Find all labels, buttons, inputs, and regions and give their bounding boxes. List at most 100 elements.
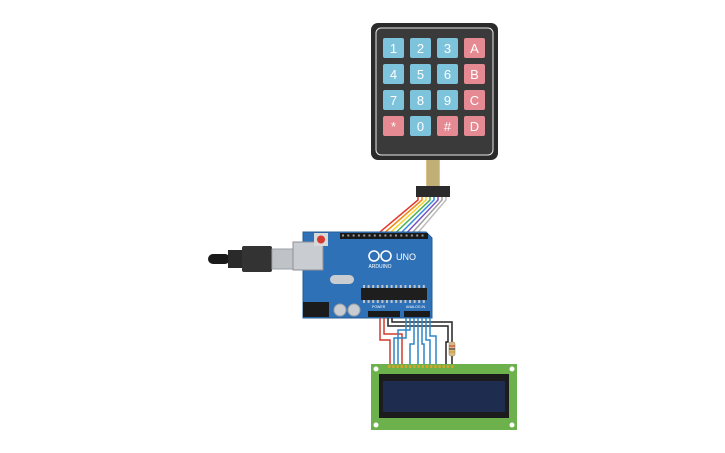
chip-leg <box>367 300 370 303</box>
lcd-header-pin <box>404 365 408 368</box>
chip-leg <box>409 300 411 303</box>
keypad-key-label: 2 <box>417 41 424 56</box>
reset-button-cap[interactable] <box>317 235 325 244</box>
chip-leg <box>399 300 402 303</box>
keypad-key[interactable]: 6 <box>437 64 458 84</box>
digital-header <box>340 233 428 239</box>
header-pin <box>357 234 360 237</box>
chip-leg <box>390 285 393 288</box>
keypad-key[interactable]: 2 <box>410 38 431 58</box>
chip-leg <box>413 285 416 288</box>
keypad-key-cap <box>410 116 431 136</box>
lcd-wires <box>379 318 456 366</box>
chip-leg <box>363 300 365 303</box>
keypad-wire <box>417 197 447 233</box>
chip-leg <box>372 300 375 303</box>
chip-leg <box>395 300 398 303</box>
keypad-key[interactable]: 8 <box>410 90 431 110</box>
digital-pins <box>342 234 424 237</box>
lcd-header-pin <box>430 365 433 368</box>
ribbon-cable <box>426 160 440 186</box>
keypad-key[interactable]: 3 <box>437 38 458 58</box>
keypad-key-label: B <box>470 67 479 82</box>
dc-power-jack[interactable] <box>303 302 329 317</box>
lcd-16x2[interactable] <box>371 364 517 430</box>
keypad-wire <box>379 197 419 233</box>
keypad-key[interactable]: 9 <box>437 90 458 110</box>
keypad-key[interactable]: 5 <box>410 64 431 84</box>
keypad-key-label: 3 <box>444 41 451 56</box>
keypad-key-label: 8 <box>417 93 424 108</box>
atmega-chip <box>361 288 427 300</box>
keypad-key-cap <box>437 116 458 136</box>
chip-leg <box>367 285 370 288</box>
keypad-key[interactable]: # <box>437 116 458 136</box>
keypad-wire <box>406 197 439 233</box>
keypad-key[interactable]: 4 <box>383 64 404 84</box>
keypad-key-label: 4 <box>390 67 397 82</box>
chip-leg <box>404 300 407 303</box>
usb-strain-relief <box>228 250 242 268</box>
keypad-key-cap <box>464 116 485 136</box>
keypad-key[interactable]: 7 <box>383 90 404 110</box>
keypad-key-cap <box>383 116 404 136</box>
wire-data-5 <box>425 318 431 366</box>
chip-leg <box>372 285 375 288</box>
keypad-key[interactable]: 1 <box>383 38 404 58</box>
keypad-key[interactable]: C <box>464 90 485 110</box>
wire-data-6 <box>429 318 437 366</box>
wire-data-7 <box>393 318 407 366</box>
lcd-header-pin <box>417 365 420 368</box>
lcd-mount-hole <box>509 366 515 372</box>
keypad-key[interactable]: D <box>464 116 485 136</box>
keypad-wire <box>412 197 443 233</box>
header-pin <box>416 234 419 237</box>
chip-leg <box>390 300 393 303</box>
chip-leg <box>381 285 384 288</box>
keypad-key-label: 1 <box>390 41 397 56</box>
keypad-key-cap <box>464 64 485 84</box>
keypad-key-label: 5 <box>417 67 424 82</box>
keypad-key[interactable]: 0 <box>410 116 431 136</box>
header-pin <box>373 234 376 237</box>
wire-data-1 <box>397 318 411 366</box>
capacitor-1 <box>333 303 347 317</box>
keypad-key-label: * <box>391 119 396 134</box>
keypad-wire <box>395 197 431 233</box>
lcd-mount-hole <box>373 422 379 428</box>
keypad-key-cap <box>410 38 431 58</box>
keypad-face <box>375 27 494 156</box>
header-pin <box>400 234 403 237</box>
keypad-key-cap <box>383 64 404 84</box>
keypad-key-cap <box>464 38 485 58</box>
chip-leg <box>404 285 407 288</box>
header-pin <box>347 234 350 237</box>
keypad-key-cap <box>437 38 458 58</box>
keypad-wire <box>385 197 423 233</box>
capacitor-2 <box>347 303 361 317</box>
header-pin <box>389 234 392 237</box>
header-pin <box>352 234 355 237</box>
chip-leg <box>399 285 402 288</box>
chip-leg <box>386 285 388 288</box>
keypad-key[interactable]: A <box>464 38 485 58</box>
usb-plug-housing <box>242 246 272 272</box>
keypad-key[interactable]: B <box>464 64 485 84</box>
keypad-key-label: 6 <box>444 67 451 82</box>
chip-leg <box>395 285 398 288</box>
keypad-key-cap <box>410 64 431 84</box>
ribbon-connector <box>416 186 450 197</box>
wire-data-4 <box>421 318 425 366</box>
keypad-key-label: 0 <box>417 119 424 134</box>
usb-cable[interactable] <box>208 246 297 272</box>
keypad-key[interactable]: * <box>383 116 404 136</box>
arduino-uno-board[interactable]: ARDUINO UNO POWER ANALOG IN <box>292 231 433 319</box>
lcd-header-pin <box>442 365 445 368</box>
usb-b-port[interactable] <box>292 241 324 271</box>
header-pin <box>342 234 344 237</box>
chip-leg <box>418 300 421 303</box>
chip-leg <box>409 285 411 288</box>
header-pin <box>379 234 382 237</box>
